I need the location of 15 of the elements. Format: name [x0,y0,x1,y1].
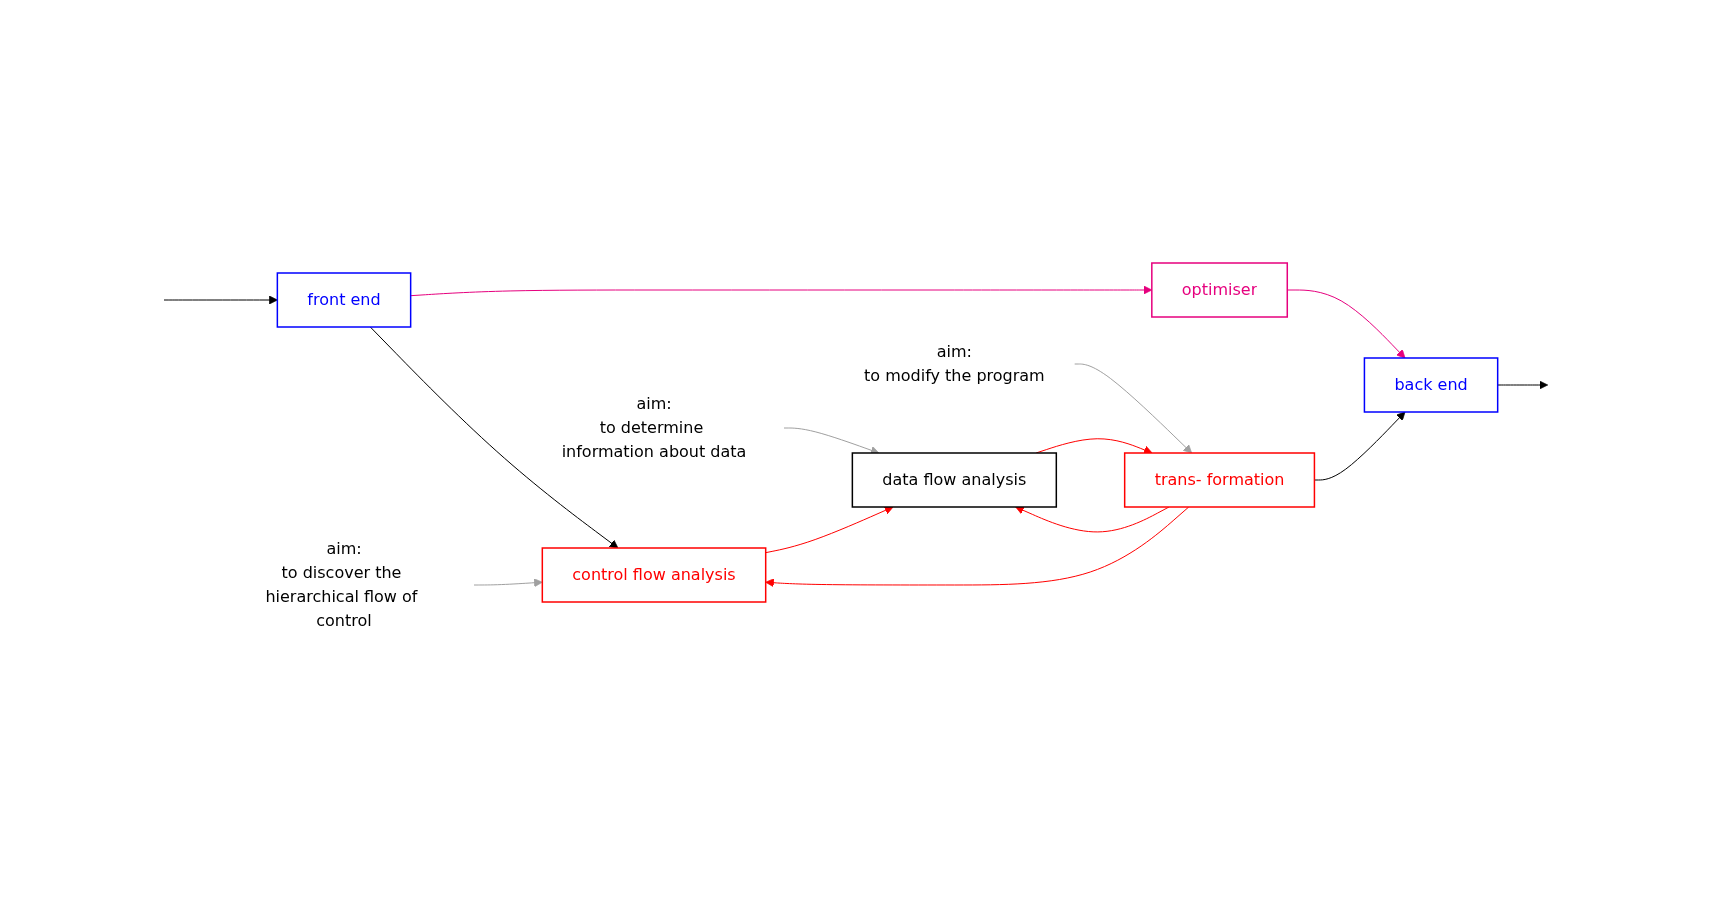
node-text: aim: to modify the program [863,341,1045,385]
node-box: trans- formation [1123,451,1315,508]
arrow [1014,505,1170,532]
node-box: optimiser [1150,261,1288,318]
node-box: control flow analysis [541,546,767,603]
arrow [369,326,618,548]
node-text: aim: to determine information about data [561,393,747,461]
arrow [783,427,879,454]
arrow [163,295,278,304]
arrow [1286,289,1406,358]
arrow [1073,363,1192,453]
node-box: data flow analysis [851,451,1057,508]
node-text: aim: to discover the hierarchical flow of control [265,538,418,630]
node-box: back end [1363,356,1499,413]
node-box: front end [276,271,412,328]
